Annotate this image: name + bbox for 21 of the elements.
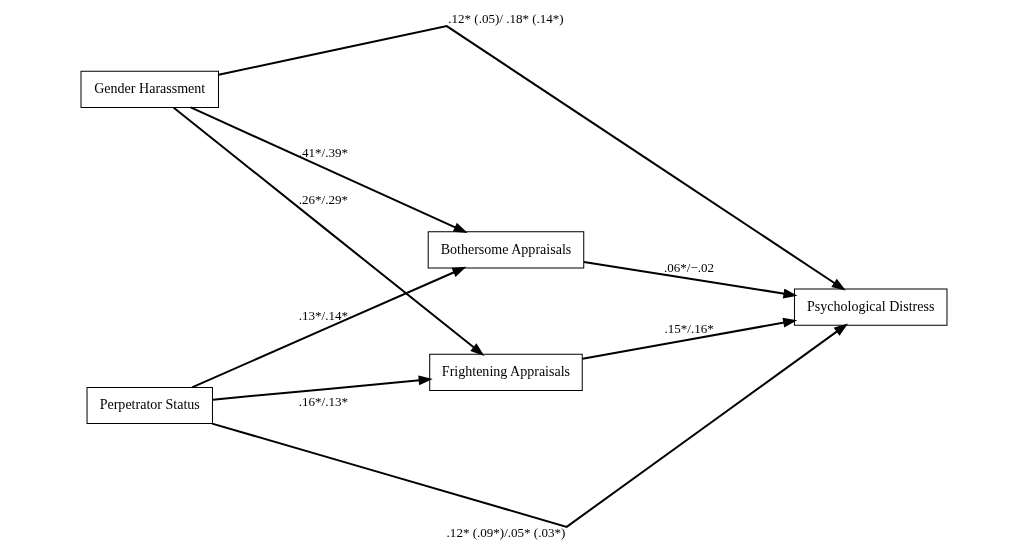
edge-label: .13*/.14* <box>298 307 348 323</box>
node-box: Bothersome Appraisals <box>427 231 585 269</box>
edge-label: .06*/−.02 <box>664 260 715 276</box>
edge-label: .12* (.09*)/.05* (.03*) <box>446 525 566 541</box>
arrow <box>212 375 433 401</box>
arrow <box>582 317 798 360</box>
node-box: Psychological Distress <box>793 288 948 326</box>
node-box: Gender Harassment <box>80 70 219 108</box>
node-box: Frightening Appraisals <box>429 353 583 391</box>
arrow <box>583 261 798 299</box>
edge-label: .26*/.29* <box>298 192 348 208</box>
arrow <box>172 106 485 356</box>
edge-label: .16*/.13* <box>298 393 348 409</box>
arrow <box>190 106 468 233</box>
arrow <box>191 266 467 389</box>
edge-label: .12* (.05)/ .18* (.14*) <box>448 10 564 26</box>
edge-label: .15*/.16* <box>664 320 714 336</box>
node-box: Perpetrator Status <box>86 386 213 424</box>
arrow <box>211 323 849 528</box>
edge-label: .41*/.39* <box>298 144 348 160</box>
arrow <box>218 25 846 291</box>
